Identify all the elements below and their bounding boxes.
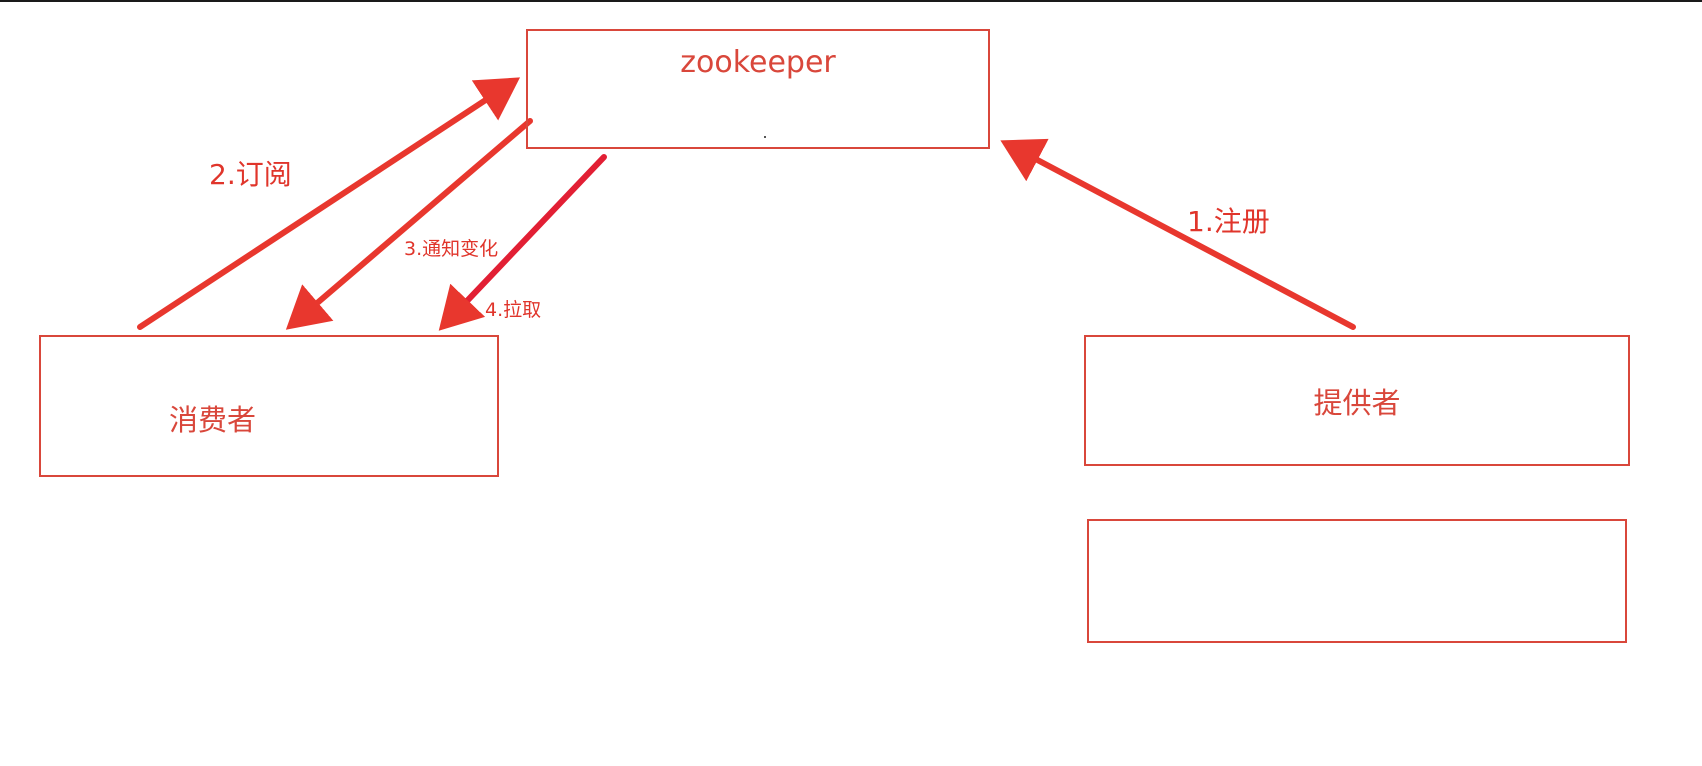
zookeeper-node: zookeeper — [526, 29, 990, 149]
arrow-register — [1000, 138, 1356, 330]
zookeeper-label: zookeeper — [680, 45, 836, 80]
stray-dot — [764, 136, 766, 138]
notify-label: 3.通知变化 — [404, 238, 499, 260]
subscribe-label: 2.订阅 — [209, 158, 292, 191]
provider-label: 提供者 — [1313, 386, 1401, 420]
consumer-node: 消费者 — [39, 335, 499, 477]
provider-node: 提供者 — [1084, 335, 1630, 466]
consumer-label: 消费者 — [169, 403, 257, 437]
arrow-subscribe — [137, 77, 521, 330]
register-label: 1.注册 — [1187, 205, 1270, 238]
arrow-pull — [438, 154, 607, 331]
top-border-line — [0, 0, 1702, 2]
pull-label: 4.拉取 — [485, 299, 542, 321]
empty-provider-node — [1087, 519, 1627, 643]
arrow-notify — [285, 118, 533, 330]
